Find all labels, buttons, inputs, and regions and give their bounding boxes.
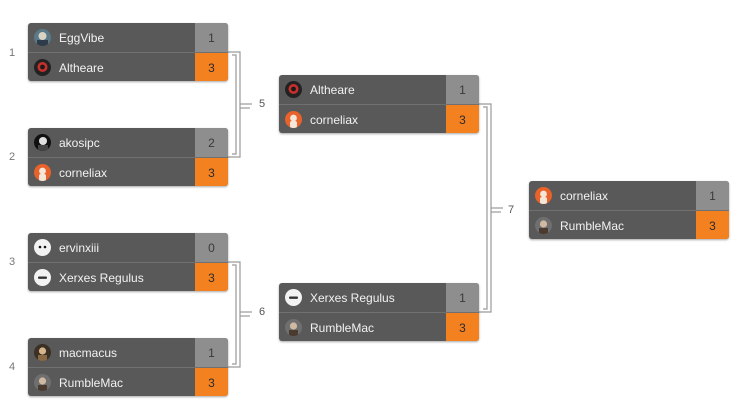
match-7-final[interactable]: corneliax 1 RumbleMac 3 xyxy=(529,181,729,239)
player-name: Altheare xyxy=(59,60,104,75)
player-slot[interactable]: ervinxiii 0 xyxy=(28,233,228,262)
player-score: 1 xyxy=(195,23,228,52)
player-name: corneliax xyxy=(560,188,609,203)
player-slot[interactable]: akosipc 2 xyxy=(28,128,228,157)
player-name: Altheare xyxy=(310,82,355,97)
round-label-6: 6 xyxy=(259,306,266,318)
seed-4: 4 xyxy=(8,361,16,373)
connector-m1-m2 xyxy=(228,51,241,158)
player-slot[interactable]: EggVibe 1 xyxy=(28,23,228,52)
player-name: RumbleMac xyxy=(59,375,124,390)
round-label-5: 5 xyxy=(259,98,266,110)
player-score: 0 xyxy=(195,233,228,262)
connector-m3-m4 xyxy=(228,261,241,368)
player-score: 1 xyxy=(446,283,479,312)
player-name: corneliax xyxy=(59,165,108,180)
rumblemac-avatar-icon xyxy=(535,217,552,234)
altheare-avatar-icon xyxy=(285,81,302,98)
connector-m5-m6 xyxy=(479,103,492,313)
player-score: 2 xyxy=(195,128,228,157)
eggvibe-avatar-icon xyxy=(34,29,51,46)
xerxes-avatar-icon xyxy=(34,269,51,286)
player-name: Xerxes Regulus xyxy=(310,290,395,305)
round-label-7: 7 xyxy=(508,204,515,216)
xerxes-avatar-icon xyxy=(285,289,302,306)
seed-3: 3 xyxy=(8,256,16,268)
player-name: RumbleMac xyxy=(310,320,375,335)
player-score-winner: 3 xyxy=(195,158,228,186)
match-6[interactable]: Xerxes Regulus 1 RumbleMac 3 xyxy=(279,283,479,341)
player-score-winner: 3 xyxy=(446,105,479,133)
player-name: akosipc xyxy=(59,135,100,150)
match-2[interactable]: akosipc 2 corneliax 3 xyxy=(28,128,228,186)
corneliax-avatar-icon xyxy=(285,111,302,128)
player-score-winner: 3 xyxy=(195,368,228,396)
player-slot[interactable]: corneliax 3 xyxy=(28,157,228,186)
player-name: corneliax xyxy=(310,112,359,127)
player-name: RumbleMac xyxy=(560,218,625,233)
player-name: ervinxiii xyxy=(59,240,100,255)
rumblemac-avatar-icon xyxy=(34,374,51,391)
player-score: 1 xyxy=(195,338,228,367)
player-name: EggVibe xyxy=(59,30,105,45)
player-name: macmacus xyxy=(59,345,118,360)
match-3[interactable]: ervinxiii 0 Xerxes Regulus 3 xyxy=(28,233,228,291)
ervinxiii-avatar-icon xyxy=(34,239,51,256)
seed-2: 2 xyxy=(8,151,16,163)
player-slot[interactable]: corneliax 3 xyxy=(279,104,479,133)
player-slot[interactable]: Xerxes Regulus 1 xyxy=(279,283,479,312)
macmacus-avatar-icon xyxy=(34,344,51,361)
player-name: Xerxes Regulus xyxy=(59,270,144,285)
player-score: 1 xyxy=(446,75,479,104)
match-1[interactable]: EggVibe 1 Altheare 3 xyxy=(28,23,228,81)
player-slot[interactable]: Altheare 1 xyxy=(279,75,479,104)
seed-1: 1 xyxy=(8,47,16,59)
player-slot[interactable]: Xerxes Regulus 3 xyxy=(28,262,228,291)
corneliax-avatar-icon xyxy=(535,187,552,204)
player-slot[interactable]: macmacus 1 xyxy=(28,338,228,367)
match-5[interactable]: Altheare 1 corneliax 3 xyxy=(279,75,479,133)
rumblemac-avatar-icon xyxy=(285,319,302,336)
player-slot[interactable]: RumbleMac 3 xyxy=(279,312,479,341)
player-score: 1 xyxy=(696,181,729,210)
player-slot[interactable]: RumbleMac 3 xyxy=(529,210,729,239)
player-slot[interactable]: RumbleMac 3 xyxy=(28,367,228,396)
match-4[interactable]: macmacus 1 RumbleMac 3 xyxy=(28,338,228,396)
altheare-avatar-icon xyxy=(34,59,51,76)
player-slot[interactable]: Altheare 3 xyxy=(28,52,228,81)
akosipc-avatar-icon xyxy=(34,134,51,151)
corneliax-avatar-icon xyxy=(34,164,51,181)
player-score-winner: 3 xyxy=(195,53,228,81)
player-score-winner: 3 xyxy=(696,211,729,239)
player-score-winner: 3 xyxy=(195,263,228,291)
player-slot[interactable]: corneliax 1 xyxy=(529,181,729,210)
player-score-winner: 3 xyxy=(446,313,479,341)
